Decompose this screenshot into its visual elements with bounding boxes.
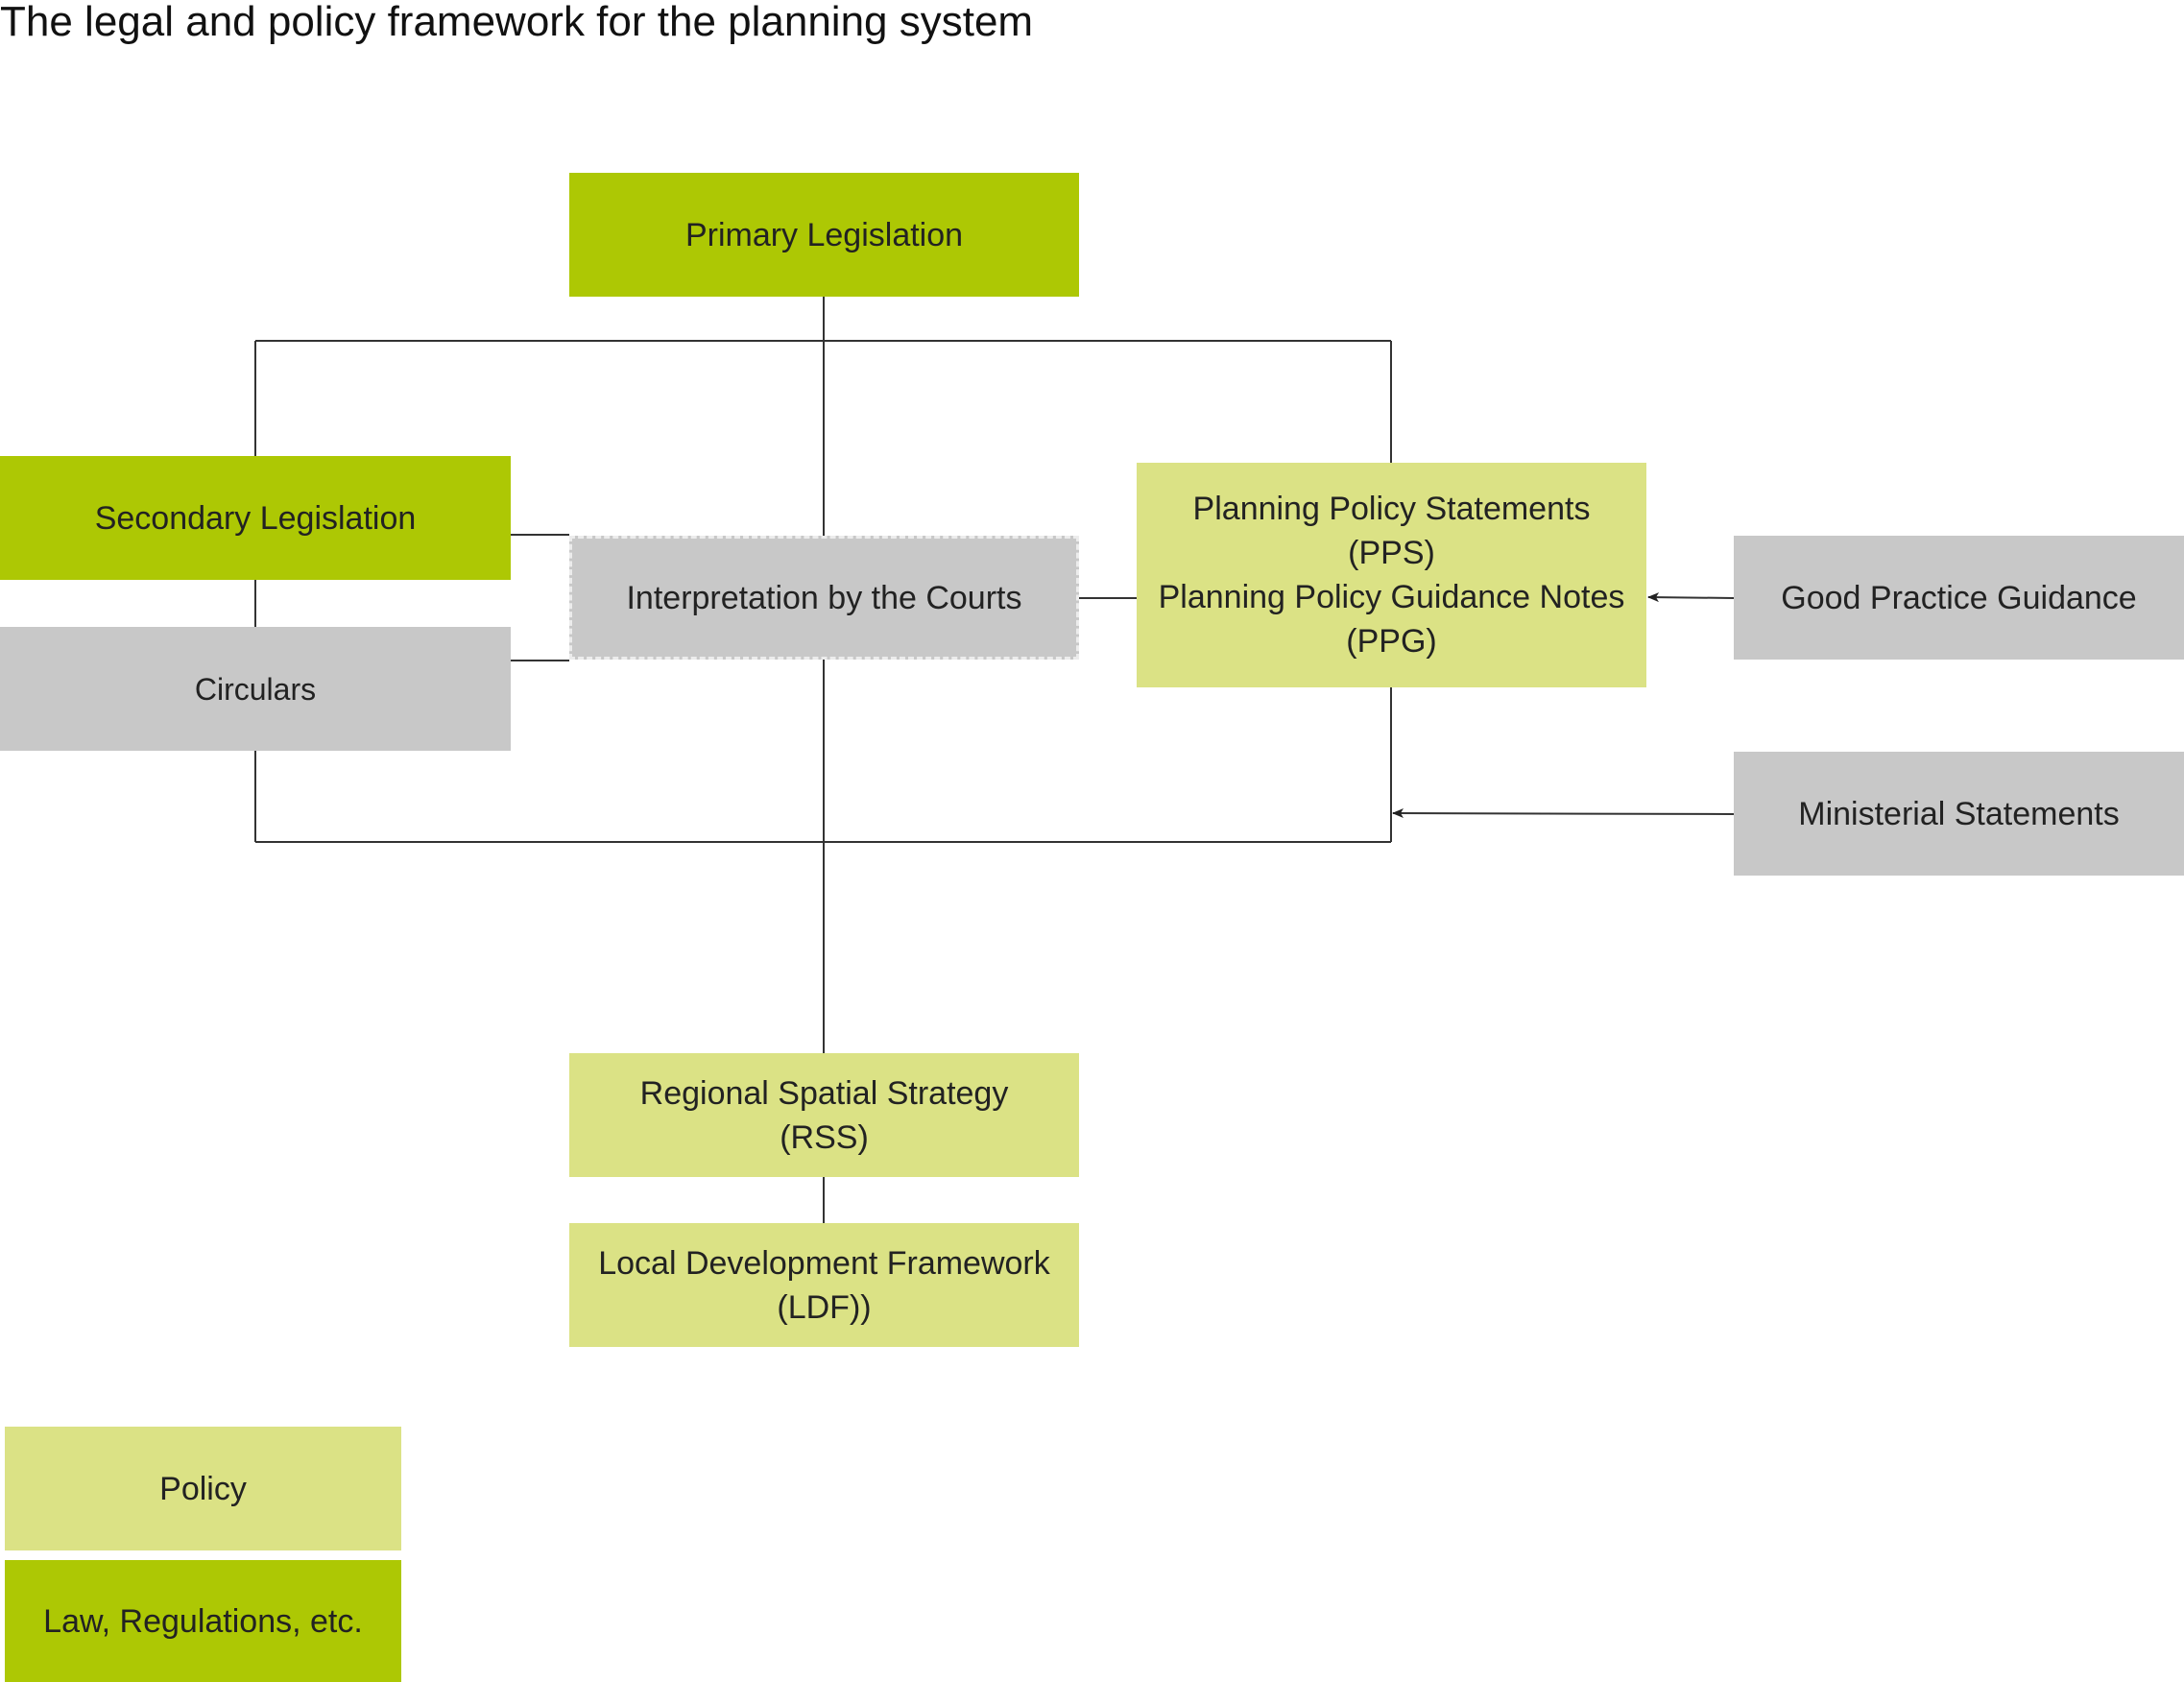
interpretation-courts-label: Interpretation by the Courts: [626, 579, 1022, 616]
ppg-label: Planning Policy Guidance Notes: [1158, 579, 1625, 615]
ministerial-arrow: [1392, 808, 1735, 819]
rss-box: Regional Spatial Strategy (RSS): [569, 1053, 1079, 1177]
primary-legislation-label: Primary Legislation: [684, 216, 964, 253]
good-practice-arrow: [1647, 592, 1735, 603]
secondary-legislation-label: Secondary Legislation: [94, 499, 417, 537]
circulars-box: Circulars: [0, 627, 511, 751]
circulars-label: Circulars: [194, 671, 317, 707]
rss-label: Regional Spatial Strategy: [639, 1074, 1009, 1112]
rss-abbrev: (RSS): [780, 1118, 869, 1156]
diagram-title: The legal and policy framework for the p…: [0, 0, 1034, 45]
secondary-legislation-box: Secondary Legislation: [0, 456, 511, 580]
ministerial-statements-label: Ministerial Statements: [1798, 795, 2120, 832]
pps-abbrev: (PPS): [1348, 535, 1435, 571]
legend-law: Law, Regulations, etc.: [5, 1560, 401, 1682]
ldf-abbrev: (LDF)): [777, 1288, 872, 1326]
legend-policy-label: Policy: [159, 1470, 247, 1507]
interpretation-courts-box: Interpretation by the Courts: [569, 536, 1079, 660]
pps-label: Planning Policy Statements: [1192, 491, 1591, 527]
legend-law-label: Law, Regulations, etc.: [43, 1602, 363, 1640]
good-practice-guidance-label: Good Practice Guidance: [1781, 579, 2137, 616]
pps-ppg-box: Planning Policy Statements (PPS) Plannin…: [1137, 463, 1646, 687]
good-practice-guidance-box: Good Practice Guidance: [1734, 536, 2184, 660]
ldf-label: Local Development Framework: [598, 1244, 1050, 1282]
legend-policy: Policy: [5, 1427, 401, 1550]
ministerial-statements-box: Ministerial Statements: [1734, 752, 2184, 876]
primary-legislation-box: Primary Legislation: [569, 173, 1079, 297]
ppg-abbrev: (PPG): [1346, 623, 1437, 660]
ldf-box: Local Development Framework (LDF)): [569, 1223, 1079, 1347]
